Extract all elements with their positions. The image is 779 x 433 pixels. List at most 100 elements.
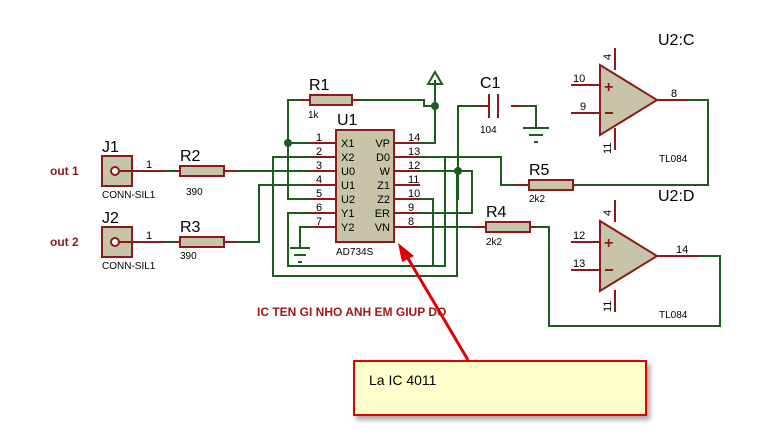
- opamp-u2d[interactable]: + U2:D TL084 12 13 14 4 11: [571, 188, 700, 321]
- power-supply-icon: [426, 70, 444, 85]
- u1-pin-name: W: [380, 166, 391, 178]
- resistor-r2[interactable]: R2 390: [175, 148, 237, 198]
- junction-dot: [454, 167, 462, 175]
- r3-value: 390: [180, 251, 197, 262]
- u1-pin-name: X1: [341, 138, 354, 150]
- r1-value: 1k: [308, 110, 320, 121]
- j2-pin: 1: [146, 230, 152, 242]
- wire-r1-right: [360, 99, 435, 107]
- wires: [165, 80, 721, 327]
- wire-pin1-pin5: [287, 142, 310, 200]
- question-text: IC TEN GI NHO ANH EM GIUP DO: [257, 305, 447, 319]
- u1-pin-number: 14: [408, 132, 420, 144]
- c1-ref: C1: [480, 75, 501, 92]
- plus-icon: +: [604, 235, 613, 252]
- r5-ref: R5: [529, 162, 550, 179]
- j2-value: CONN-SIL1: [102, 261, 156, 272]
- c1-value: 104: [480, 125, 497, 136]
- u1-part: AD734S: [336, 247, 374, 258]
- u2d-plus-pin: 12: [573, 230, 585, 242]
- u1-pin-number: 5: [316, 188, 322, 200]
- u1-pin-number: 4: [316, 174, 322, 186]
- junction-dot: [431, 102, 439, 110]
- u2c-out-pin: 8: [671, 88, 677, 100]
- u1-pin-name: Y2: [341, 222, 354, 234]
- r4-value: 2k2: [486, 237, 503, 248]
- opamp-u2c[interactable]: + U2:C TL084 10 9 8 4 11: [571, 32, 694, 165]
- r5-value: 2k2: [529, 194, 546, 205]
- u1-pin-name: VN: [375, 222, 390, 234]
- u1-pin-name: D0: [376, 152, 390, 164]
- u1-pin-number: 8: [408, 216, 414, 228]
- u1-pin-number: 11: [408, 174, 419, 186]
- u2c-ref: U2:C: [658, 32, 694, 49]
- u1-pin-number: 2: [316, 146, 322, 158]
- u2c-minus-pin: 9: [580, 101, 586, 113]
- u1-pin-name: Z1: [377, 180, 390, 192]
- callout-text: La IC 4011: [369, 372, 437, 388]
- u1-pin-name: Z2: [377, 194, 390, 206]
- wire-r1-left: [287, 99, 300, 143]
- ground-icon: [523, 127, 549, 143]
- r1-ref: R1: [309, 77, 330, 94]
- j1-value: CONN-SIL1: [102, 190, 156, 201]
- u2c-part: TL084: [659, 154, 688, 165]
- net-label-out1: out 1: [50, 164, 79, 178]
- wire-r5-u2c-out: [575, 99, 709, 186]
- u1-pin-name: U0: [341, 166, 355, 178]
- u1-pin-number: 3: [316, 160, 322, 172]
- wire-c1-left: [457, 105, 478, 200]
- r2-ref: R2: [180, 148, 201, 165]
- u1-ref: U1: [337, 112, 358, 129]
- connector-j1[interactable]: J1 1 CONN-SIL1: [101, 139, 165, 201]
- u1-pin-number: 7: [316, 216, 322, 228]
- u1-pin-number: 6: [316, 202, 322, 214]
- u1-pin-number: 13: [408, 146, 420, 158]
- u1-pin-name: VP: [375, 138, 390, 150]
- j2-ref: J2: [102, 210, 119, 227]
- j1-ref: J1: [102, 139, 119, 156]
- wire-c1-right: [522, 105, 537, 128]
- u2d-vneg-pin: 11: [602, 301, 614, 312]
- u1-pin-number: 10: [408, 188, 420, 200]
- wire-r3-u1-pin4: [237, 184, 310, 243]
- u2c-vneg-pin: 11: [602, 143, 614, 154]
- callout-box[interactable]: La IC 4011: [353, 360, 647, 416]
- wire-er: [420, 170, 473, 214]
- wire-pin7-gnd: [299, 226, 310, 248]
- u2d-out-pin: 14: [676, 244, 688, 256]
- j1-pin: 1: [146, 159, 152, 171]
- resistor-r1[interactable]: R1 1k: [300, 77, 360, 121]
- u1-pin-number: 9: [408, 202, 414, 214]
- u1-pin-number: 12: [408, 160, 420, 172]
- u2d-vpos-pin: 4: [602, 210, 614, 216]
- r4-ref: R4: [486, 204, 507, 221]
- u2d-minus-pin: 13: [573, 258, 585, 270]
- junction-dot: [284, 139, 292, 147]
- resistor-r3[interactable]: R3 390: [175, 219, 237, 262]
- resistor-r4[interactable]: R4 2k2: [472, 204, 536, 248]
- ground-icon: [290, 247, 310, 263]
- wire-r4-u2d-out: [536, 226, 721, 327]
- callout-arrow: [398, 243, 470, 361]
- u1-pin-name: U2: [341, 194, 355, 206]
- plus-icon: +: [604, 79, 613, 96]
- u2c-vpos-pin: 4: [602, 54, 614, 60]
- u1-pin-number: 1: [316, 132, 322, 144]
- connector-j2[interactable]: J2 1 CONN-SIL1: [101, 210, 165, 272]
- r2-value: 390: [186, 187, 203, 198]
- capacitor-c1[interactable]: C1 104: [478, 75, 522, 136]
- wire-z2: [420, 198, 434, 266]
- wire-d0-r5: [420, 156, 515, 186]
- u2c-plus-pin: 10: [573, 73, 585, 85]
- net-label-out2: out 2: [50, 235, 79, 249]
- u1-pin-name: X2: [341, 152, 354, 164]
- u1-pin-name: ER: [375, 208, 390, 220]
- resistor-r5[interactable]: R5 2k2: [515, 162, 575, 205]
- u2d-part: TL084: [659, 310, 688, 321]
- u1-pin-name: U1: [341, 180, 355, 192]
